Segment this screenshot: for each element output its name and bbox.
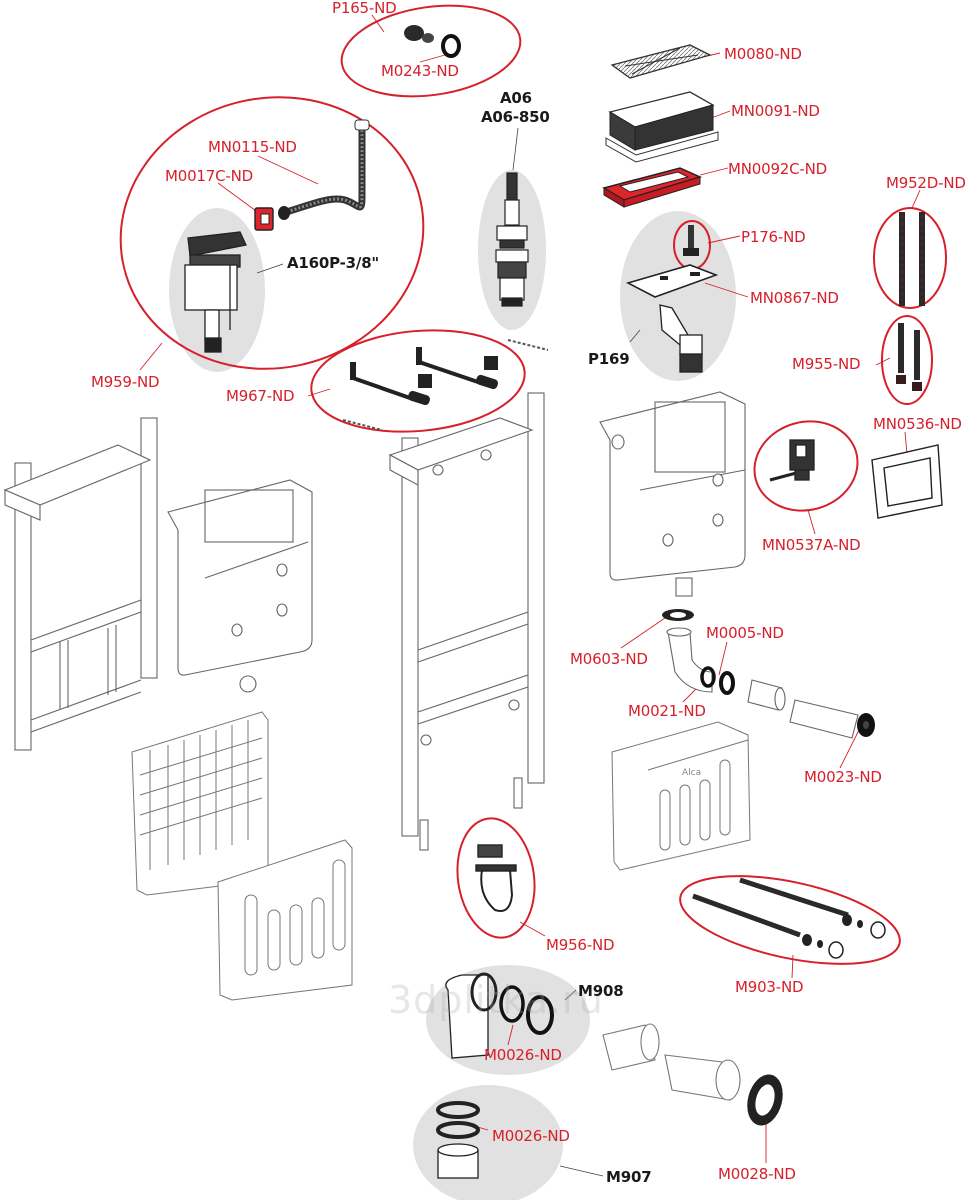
part-m0026-seal-b (436, 1121, 480, 1139)
part-m0026-seal-a (499, 985, 525, 1023)
label-mn0536: MN0536-ND (873, 415, 962, 433)
label-a160p: A160P-3/8" (287, 254, 380, 272)
part-m903-studs (692, 877, 886, 959)
part-m908-ring (526, 995, 554, 1035)
part-mn0091-box (605, 91, 719, 163)
part-mn0867-plate (625, 264, 719, 298)
part-m0023-seal (857, 713, 875, 737)
label-m955: M955-ND (792, 355, 861, 373)
part-p169-bracket (659, 304, 703, 373)
label-p176: P176-ND (741, 228, 806, 246)
part-m0028-seal (747, 1074, 783, 1126)
label-m0243: M0243-ND (381, 62, 459, 80)
label-m0005: M0005-ND (706, 624, 784, 642)
label-m0021: M0021-ND (628, 702, 706, 720)
outline-mn0537a (753, 420, 859, 512)
part-cistern-left (167, 479, 313, 693)
label-m956: M956-ND (546, 936, 615, 954)
part-a06-flush-valve (495, 172, 529, 307)
part-m908-elbow (445, 972, 498, 1059)
part-cistern-cover: Alca (611, 721, 751, 871)
label-m908: M908 (578, 982, 624, 1000)
part-m0021-seal (700, 666, 716, 688)
part-m907-connector (436, 1101, 480, 1179)
part-m0603-seal (662, 609, 694, 621)
label-mn0115: MN0115-ND (208, 138, 297, 156)
part-cistern-right (599, 391, 746, 597)
label-m967: M967-ND (226, 387, 295, 405)
label-m959: M959-ND (91, 373, 160, 391)
part-mn0115-hose (278, 119, 370, 220)
part-panel-grid (131, 711, 269, 896)
label-m0603: M0603-ND (570, 650, 648, 668)
highlight-p169 (620, 211, 736, 381)
label-a06: A06 (500, 89, 532, 107)
part-a160p-fill-valve (184, 231, 247, 353)
label-mn0537a: MN0537A-ND (762, 536, 861, 554)
outline-m967 (310, 329, 526, 433)
part-frame-left (3, 417, 158, 751)
outline-p165 (340, 4, 522, 98)
part-panel-front (217, 839, 353, 1001)
part-mn0536-plate (871, 444, 943, 519)
part-m0080-grille (610, 44, 712, 79)
part-m0243-washer (441, 34, 461, 58)
part-drain-pipes (602, 1023, 741, 1101)
label-p165: P165-ND (332, 0, 397, 17)
outline-m955 (881, 315, 933, 405)
outline-m956 (456, 817, 536, 939)
label-m952d: M952D-ND (886, 174, 966, 192)
part-m967-brackets (342, 339, 549, 431)
part-mn0537a-mechanism (769, 439, 815, 482)
label-mn0867: MN0867-ND (750, 289, 839, 307)
label-m0026-upper: M0026-ND (484, 1046, 562, 1064)
outline-m903 (679, 875, 901, 965)
part-m952d-rods (899, 212, 925, 306)
label-a06-850: A06-850 (481, 108, 550, 126)
part-p165-valve (404, 25, 461, 58)
outline-m959 (119, 96, 425, 370)
part-m0017c-clip (254, 207, 274, 231)
part-m955-rods (896, 323, 922, 391)
label-mn0092c: MN0092C-ND (728, 160, 827, 178)
brand-mark: Alca (682, 768, 701, 778)
part-mn0092c-frame (602, 167, 703, 208)
outline-m952d (873, 207, 947, 309)
part-m956-clamp (475, 844, 517, 912)
label-m903: M903-ND (735, 978, 804, 996)
label-m0023: M0023-ND (804, 768, 882, 786)
label-m0026-lower: M0026-ND (492, 1127, 570, 1145)
label-m0017c: M0017C-ND (165, 167, 253, 185)
label-mn0091: MN0091-ND (731, 102, 820, 120)
part-frame-center (388, 392, 545, 851)
leader-lines-dark (256, 127, 641, 1177)
part-p176-screw (683, 225, 699, 256)
part-m0005-seal (719, 671, 735, 695)
watermark: 3dplitka.ru (388, 978, 604, 1022)
label-m907: M907 (606, 1168, 652, 1186)
label-m0080: M0080-ND (724, 45, 802, 63)
part-pipe-segments (747, 679, 859, 739)
label-m0028: M0028-ND (718, 1165, 796, 1183)
label-p169: P169 (588, 350, 630, 368)
